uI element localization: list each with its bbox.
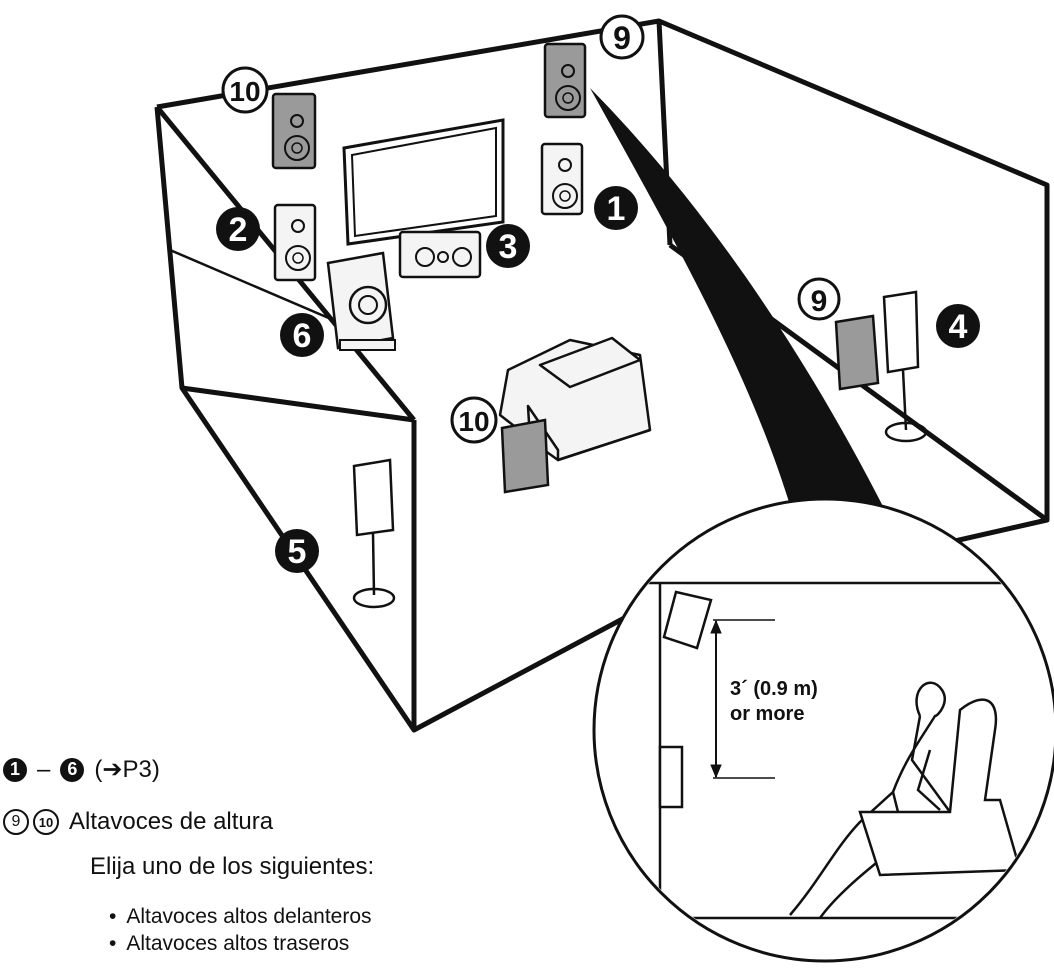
tv-screen: [342, 118, 505, 246]
callout-9-side: 9: [797, 277, 841, 321]
svg-text:10: 10: [458, 406, 489, 437]
svg-text:9: 9: [811, 285, 828, 318]
floor-edge-left: [169, 248, 346, 327]
inset-distance-label: 3´ (0.9 m): [730, 678, 818, 700]
legend-height-row: 9 10 Altavoces de altura: [3, 808, 273, 836]
svg-text:3: 3: [499, 228, 518, 266]
callout-3: 3: [486, 224, 530, 268]
inset-distance-label-2: or more: [730, 703, 804, 725]
height-inset: 3´ (0.9 m) or more: [592, 497, 1054, 963]
svg-text:2: 2: [229, 211, 248, 249]
callout-2: 2: [216, 207, 260, 251]
svg-text:10: 10: [229, 76, 260, 107]
legend-choose-text: Elija uno de los siguientes:: [90, 853, 375, 880]
callout-4: 4: [936, 304, 980, 348]
callout-5: 5: [275, 529, 319, 573]
legend-height-title: Altavoces de altura: [69, 808, 274, 835]
svg-text:5: 5: [288, 533, 307, 571]
subwoofer: [326, 251, 396, 351]
height-speaker-floor: [500, 418, 550, 494]
height-angle-beam: [590, 88, 905, 560]
legend-badge-1: 1: [3, 757, 27, 782]
legend-dash: –: [37, 755, 51, 783]
legend-option-1: Altavoces altos delanteros: [109, 905, 371, 929]
legend-badge-10: 10: [33, 809, 59, 835]
legend-option-2: Altavoces altos traseros: [109, 932, 349, 956]
legend-badge-9: 9: [3, 809, 29, 835]
callout-9-top: 9: [599, 14, 645, 60]
callout-6: 6: [280, 313, 324, 357]
legend-range-row: 1 – 6 (➔P3): [3, 755, 160, 784]
callout-10-floor: 10: [450, 396, 498, 444]
height-speaker-top: [543, 42, 587, 119]
center-speaker: [398, 230, 482, 279]
surround-speaker-left: [352, 458, 396, 609]
height-speaker-top-left: [271, 92, 317, 170]
surround-speaker-right: [882, 290, 928, 443]
legend-page-ref: (➔P3): [94, 756, 160, 783]
legend-badge-6: 6: [60, 757, 85, 782]
svg-text:9: 9: [613, 20, 631, 56]
svg-text:4: 4: [949, 308, 968, 346]
height-speaker-side: [834, 314, 880, 391]
front-speaker-right: [540, 142, 584, 216]
front-speaker-left: [273, 203, 317, 282]
svg-text:1: 1: [607, 190, 626, 228]
svg-text:6: 6: [293, 317, 312, 355]
callout-10-top: 10: [221, 66, 269, 114]
callout-1: 1: [594, 186, 638, 230]
